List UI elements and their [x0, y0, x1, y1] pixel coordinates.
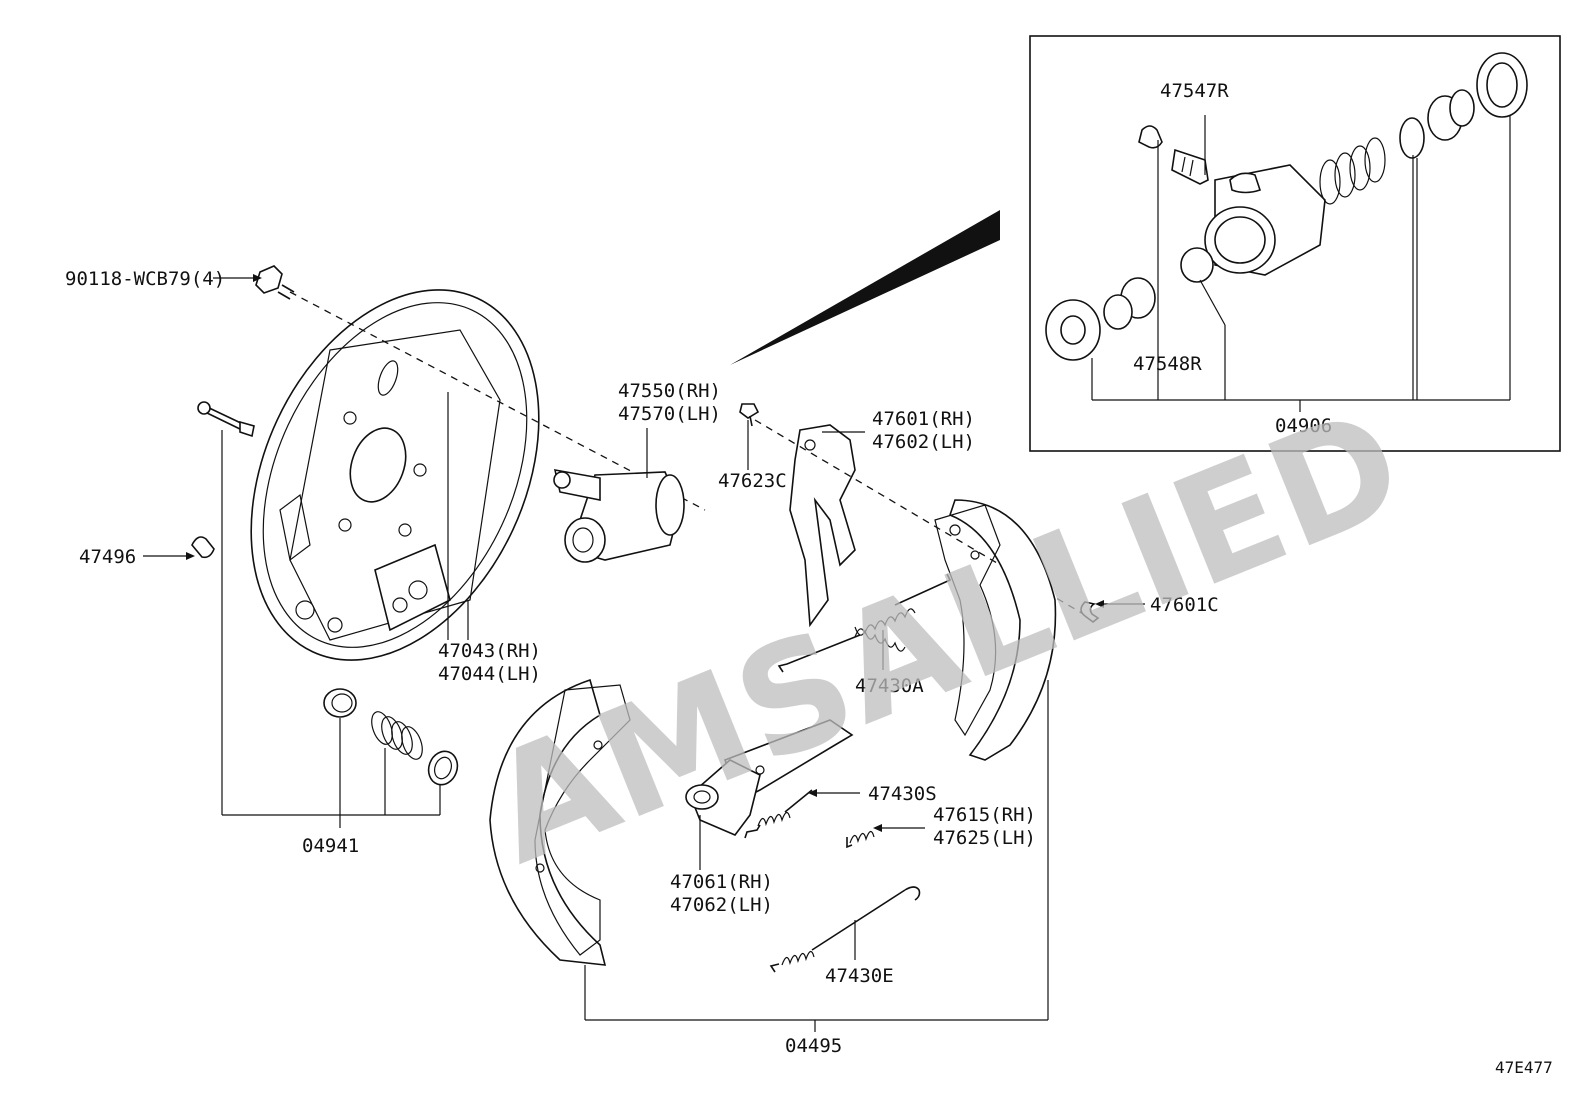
leader-spring-s-arrow: [808, 789, 817, 797]
cup-washer-part: [427, 750, 459, 786]
bleeder-screw-part: [739, 403, 760, 427]
label-spring-lh: 47625(LH): [933, 827, 1036, 849]
label-bleeder: 47623C: [718, 470, 787, 492]
label-cylinder-kit: 04906: [1275, 415, 1332, 437]
diagram-id: 47E477: [1495, 1058, 1553, 1077]
inset-pointer: [730, 210, 1000, 365]
label-hold-kit: 04941: [302, 835, 359, 857]
leader-spring-rh-arrow: [873, 824, 882, 832]
leader-hold-kit: [221, 430, 441, 828]
cylinder-kit-leaders: [1091, 115, 1511, 412]
cup-left-inset: [1180, 247, 1214, 283]
left-brake-shoe-part: [489, 678, 631, 966]
label-lever-rh: 47601(RH): [872, 408, 975, 430]
cup-inset: [1399, 117, 1425, 159]
bolt-part: [255, 265, 295, 300]
label-adjuster-lh: 47062(LH): [670, 894, 773, 916]
label-plate-lh: 47044(LH): [438, 663, 541, 685]
label-cylinder-lh: 47570(LH): [618, 403, 721, 425]
label-adjuster-rh: 47061(RH): [670, 871, 773, 893]
parking-lever-part: [789, 424, 856, 628]
upper-return-spring-part: [777, 573, 952, 673]
label-boot: 47548R: [1133, 353, 1202, 375]
piston-left-inset: [1103, 277, 1156, 330]
boot-right-inset: [1476, 52, 1528, 118]
label-clip: 47601C: [1150, 594, 1219, 616]
label-bolt: 90118-WCB79(4): [65, 268, 225, 290]
label-cylinder-rh: 47550(RH): [618, 380, 721, 402]
right-brake-shoe-part: [934, 499, 1057, 761]
hold-down-pin-part: [197, 401, 255, 438]
label-lever-lh: 47602(LH): [872, 431, 975, 453]
wheel-cylinder-part: [553, 469, 685, 563]
cylinder-kit-inset-box: [1029, 35, 1561, 452]
bleeder-cap-inset: [1138, 125, 1163, 149]
piston-spring-inset: [1319, 137, 1386, 205]
label-shoe-kit: 04495: [785, 1035, 842, 1057]
label-spring-a: 47430A: [855, 675, 924, 697]
label-bleeder-plug: 47547R: [1160, 80, 1229, 102]
bleeder-plug-inset: [1171, 148, 1209, 185]
label-spring-s: 47430S: [868, 783, 937, 805]
lower-return-spring-part: [769, 886, 921, 973]
backing-plate: [250, 289, 540, 661]
retainer-part: [323, 688, 357, 718]
piston-inset: [1427, 89, 1475, 141]
clip-part: [1080, 601, 1100, 624]
adjusting-lever-spring-part: [846, 830, 875, 849]
adjuster-spring-part: [744, 789, 813, 839]
label-spring-rh: 47615(RH): [933, 804, 1036, 826]
plug-part: [191, 536, 215, 559]
adjuster-part: [685, 719, 854, 836]
label-plate-rh: 47043(RH): [438, 640, 541, 662]
cylinder-body-inset: [1204, 164, 1326, 276]
boot-left-inset: [1045, 299, 1101, 361]
label-plug: 47496: [79, 546, 136, 568]
parking-lever-hole: [804, 439, 816, 451]
hold-down-spring-part: [371, 711, 423, 760]
leader-clip-arrow: [1095, 600, 1104, 608]
leader-bolt-arrow: [253, 274, 262, 282]
label-spring-e: 47430E: [825, 965, 894, 987]
leader-plug-arrow: [186, 552, 195, 560]
